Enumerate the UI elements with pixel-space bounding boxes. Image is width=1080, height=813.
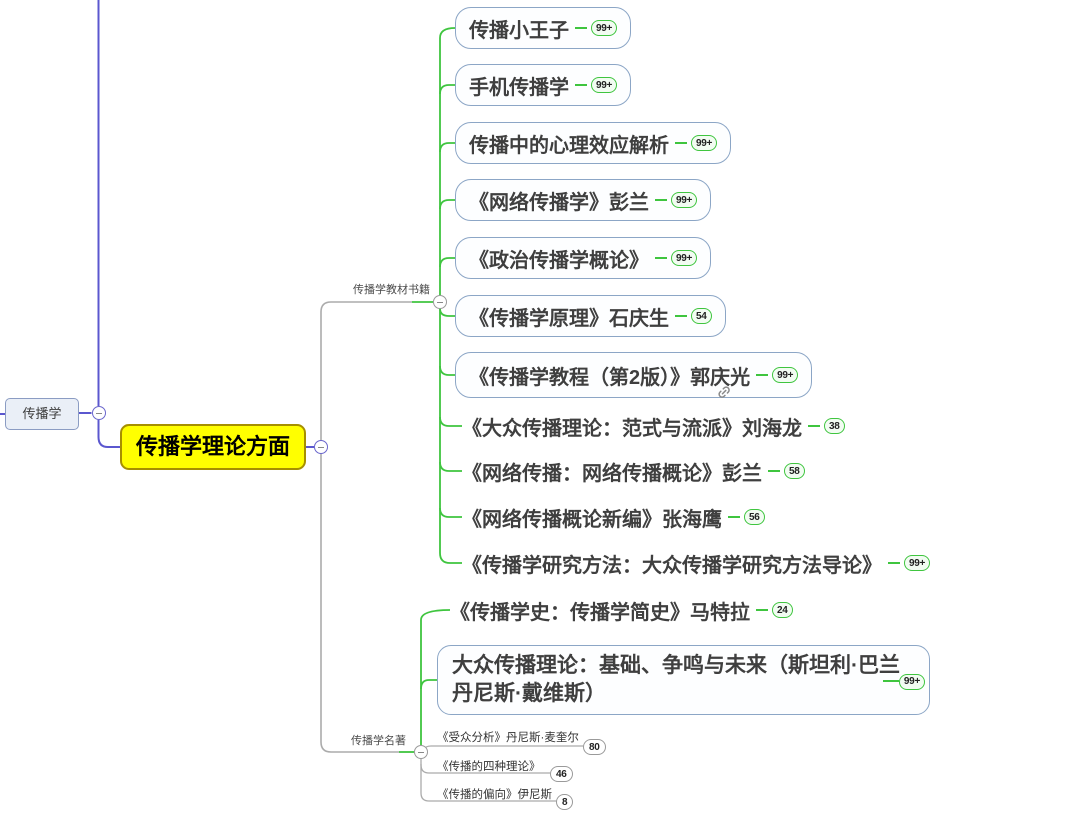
- topic-node[interactable]: 大众传播理论：基础、争鸣与未来（斯坦利·巴兰 丹尼斯·戴维斯） 99+: [437, 645, 930, 715]
- count-badge[interactable]: 99+: [591, 20, 618, 36]
- topic-label: 《网络传播概论新编》张海鹰: [462, 508, 722, 531]
- topic-node[interactable]: 《传播学教程（第2版）》郭庆光 99+: [455, 352, 813, 400]
- topic-node[interactable]: 《网络传播概论新编》张海鹰 56: [462, 505, 765, 531]
- collapse-button-main-topic[interactable]: [314, 440, 328, 454]
- collapse-button-root[interactable]: [92, 406, 106, 420]
- count-badge[interactable]: 38: [824, 418, 845, 434]
- badge-connector: [883, 680, 899, 682]
- badge-connector: [888, 562, 900, 564]
- count-badge[interactable]: 56: [744, 509, 765, 525]
- badge-connector: [675, 315, 687, 317]
- topic-node[interactable]: 《传播的四种理论》: [437, 761, 541, 773]
- node-root[interactable]: 传播学: [5, 398, 79, 430]
- badge-connector: [768, 470, 780, 472]
- topic-node[interactable]: 《大众传播理论：范式与流派》刘海龙 38: [462, 414, 845, 440]
- count-badge[interactable]: 99+: [691, 135, 718, 151]
- count-badge[interactable]: 99+: [772, 367, 799, 383]
- topic-label: 《传播学教程（第2版）》郭庆光: [469, 366, 751, 389]
- topic-label: 手机传播学: [469, 76, 569, 99]
- badge-connector: [655, 199, 667, 201]
- count-badge[interactable]: 80: [583, 739, 606, 755]
- topic-node[interactable]: 《网络传播学》彭兰 99+: [455, 179, 712, 221]
- collapse-button-branch-textbooks[interactable]: [433, 295, 447, 309]
- topic-node[interactable]: 《传播学原理》石庆生 54: [455, 295, 726, 337]
- topic-node[interactable]: 传播小王子 99+: [455, 7, 632, 49]
- count-badge[interactable]: 99+: [671, 250, 698, 266]
- badge-connector: [808, 425, 820, 427]
- badge-connector: [756, 609, 768, 611]
- branch-feeder-edges: [320, 301, 412, 753]
- badge-connector: [575, 27, 587, 29]
- topic-node[interactable]: 传播中的心理效应解析 99+: [455, 122, 732, 164]
- topic-label: 传播中的心理效应解析: [469, 134, 669, 157]
- badge-connector: [575, 84, 587, 86]
- collapse-button-branch-classics[interactable]: [414, 745, 428, 759]
- badge-connector: [756, 374, 769, 376]
- count-badge[interactable]: 99+: [898, 674, 925, 690]
- count-badge[interactable]: 99+: [671, 192, 698, 208]
- topic-label: 《网络传播学》彭兰: [469, 191, 649, 214]
- topic-node[interactable]: 《传播学研究方法：大众传播学研究方法导论》 99+: [462, 551, 931, 577]
- topic-node[interactable]: 《网络传播：网络传播概论》彭兰 58: [462, 459, 805, 485]
- topic-label: 传播小王子: [469, 19, 569, 42]
- count-badge[interactable]: 8: [556, 794, 574, 810]
- topic-label: 《网络传播：网络传播概论》彭兰: [462, 462, 762, 485]
- count-badge[interactable]: 54: [691, 308, 712, 324]
- hyperlink-icon[interactable]: [712, 380, 732, 400]
- branch-green-edges: [399, 27, 462, 753]
- branch-label-classics[interactable]: 传播学名著: [351, 735, 406, 747]
- count-badge[interactable]: 46: [550, 766, 573, 782]
- node-main-topic[interactable]: 传播学理论方面: [120, 424, 307, 470]
- badge-connector: [675, 142, 687, 144]
- topic-label: 大众传播理论：基础、争鸣与未来（斯坦利·巴兰 丹尼斯·戴维斯）: [452, 654, 900, 705]
- branch-label-textbooks[interactable]: 传播学教材书籍: [353, 284, 430, 296]
- topic-label: 《传播学史：传播学简史》马特拉: [450, 601, 750, 624]
- count-badge[interactable]: 99+: [904, 555, 931, 571]
- topic-label: 《政治传播学概论》: [469, 249, 649, 272]
- topic-label: 《传播学原理》石庆生: [469, 307, 669, 330]
- topic-label: 《大众传播理论：范式与流派》刘海龙: [462, 417, 802, 440]
- topic-node[interactable]: 《传播学史：传播学简史》马特拉 24: [450, 598, 793, 624]
- topic-label: 《传播学研究方法：大众传播学研究方法导论》: [462, 554, 882, 577]
- topic-node[interactable]: 《政治传播学概论》 99+: [455, 237, 712, 279]
- badge-connector: [655, 257, 667, 259]
- root-edges: [0, 0, 314, 448]
- topic-node[interactable]: 手机传播学 99+: [455, 64, 632, 106]
- count-badge[interactable]: 99+: [591, 77, 618, 93]
- count-badge[interactable]: 24: [772, 602, 793, 618]
- topic-node[interactable]: 《传播的偏向》伊尼斯: [437, 789, 552, 801]
- topic-node[interactable]: 《受众分析》丹尼斯·麦奎尔: [437, 732, 579, 744]
- count-badge[interactable]: 58: [784, 463, 805, 479]
- badge-connector: [728, 516, 740, 518]
